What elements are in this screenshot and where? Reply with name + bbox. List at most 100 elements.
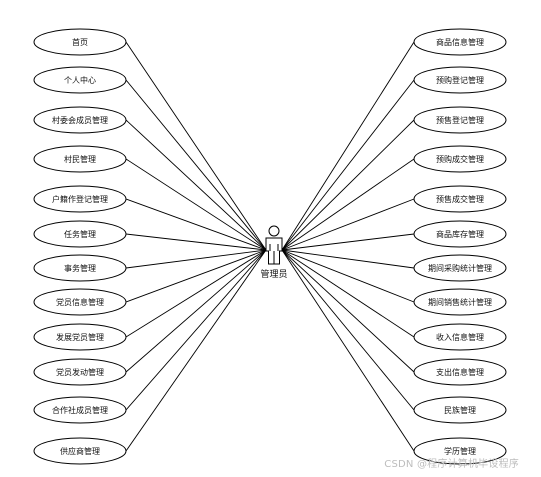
association-line (281, 249, 415, 411)
association-line (125, 249, 267, 269)
use-case-right-7: 期间采购统计管理 (413, 254, 507, 282)
use-case-ellipse (33, 288, 127, 316)
use-case-ellipse (413, 323, 507, 351)
use-case-label: 合作社成员管理 (52, 405, 108, 415)
use-case-label: 预购登记管理 (436, 75, 484, 85)
watermark: CSDN @程序计算机毕设程序 (384, 459, 519, 470)
use-case-label: 户籍作登记管理 (52, 194, 108, 204)
association-line (125, 249, 267, 338)
use-case-right-3: 预售登记管理 (413, 106, 507, 134)
association-line (281, 249, 415, 269)
association-line (281, 249, 415, 452)
use-case-label: 期间销售统计管理 (428, 297, 492, 307)
use-case-label: 首页 (72, 37, 88, 47)
use-case-label: 村民管理 (64, 154, 96, 164)
association-line (125, 249, 267, 411)
actor-administrator: 管理员 (260, 225, 288, 280)
use-case-label: 学历管理 (444, 446, 476, 456)
use-case-ellipse (413, 28, 507, 56)
use-case-label: 预售登记管理 (436, 115, 484, 125)
association-line (125, 198, 267, 251)
use-case-ellipse (413, 358, 507, 386)
association-line (125, 249, 267, 303)
use-case-ellipse (413, 220, 507, 248)
use-case-right-5: 预售成交管理 (413, 185, 507, 213)
association-line (281, 249, 415, 373)
use-case-ellipse (413, 66, 507, 94)
association-line (281, 79, 415, 251)
use-case-right-12: 学历管理 (413, 437, 507, 465)
association-line (125, 79, 267, 251)
use-case-left-10: 党员发动管理 (33, 358, 127, 386)
use-case-left-11: 合作社成员管理 (33, 396, 127, 424)
use-case-ellipse (33, 106, 127, 134)
use-case-left-8: 党员信息管理 (33, 288, 127, 316)
use-case-right-6: 商品库存管理 (413, 220, 507, 248)
association-lines (125, 41, 415, 452)
use-case-ellipse (33, 396, 127, 424)
use-case-right-10: 支出信息管理 (413, 358, 507, 386)
use-case-ellipses: 首页个人中心村委会成员管理村民管理户籍作登记管理任务管理事务管理党员信息管理发展… (33, 28, 507, 465)
use-case-left-9: 发展党员管理 (33, 323, 127, 351)
use-case-label: 商品库存管理 (436, 229, 484, 239)
use-case-ellipse (33, 220, 127, 248)
use-case-left-5: 户籍作登记管理 (33, 185, 127, 213)
use-case-label: 期间采购统计管理 (428, 263, 492, 273)
use-case-ellipse (413, 145, 507, 173)
use-case-label: 民族管理 (444, 405, 476, 415)
association-line (281, 198, 415, 251)
use-case-right-2: 预购登记管理 (413, 66, 507, 94)
use-case-label: 事务管理 (64, 263, 96, 273)
use-case-label: 党员信息管理 (56, 297, 104, 307)
use-case-left-7: 事务管理 (33, 254, 127, 282)
use-case-label: 党员发动管理 (56, 367, 104, 377)
use-case-ellipse (413, 106, 507, 134)
use-case-label: 发展党员管理 (56, 332, 104, 342)
use-case-ellipse (33, 145, 127, 173)
person-actor-icon (265, 225, 283, 265)
actor-label: 管理员 (260, 268, 287, 280)
use-case-label: 商品信息管理 (436, 37, 484, 47)
use-case-label: 供应商管理 (60, 446, 100, 456)
association-line (125, 41, 267, 251)
use-case-ellipse (413, 437, 507, 465)
association-line (125, 249, 267, 452)
use-case-left-3: 村委会成员管理 (33, 106, 127, 134)
use-case-label: 个人中心 (64, 75, 96, 85)
use-case-right-4: 预购成交管理 (413, 145, 507, 173)
use-case-ellipse (413, 254, 507, 282)
association-line (281, 249, 415, 338)
use-case-label: 任务管理 (64, 229, 96, 239)
use-case-ellipse (33, 323, 127, 351)
use-case-ellipse (413, 185, 507, 213)
use-case-ellipse (413, 396, 507, 424)
association-line (281, 158, 415, 251)
use-case-ellipse (33, 437, 127, 465)
use-case-ellipse (33, 185, 127, 213)
association-line (281, 249, 415, 303)
use-case-ellipse (33, 358, 127, 386)
association-line (281, 119, 415, 251)
use-case-left-6: 任务管理 (33, 220, 127, 248)
use-case-right-11: 民族管理 (413, 396, 507, 424)
association-line (281, 233, 415, 251)
association-line (125, 119, 267, 251)
use-case-ellipse (413, 288, 507, 316)
association-line (281, 41, 415, 251)
association-line (125, 249, 267, 373)
use-case-left-1: 首页 (33, 28, 127, 56)
use-case-ellipse (33, 66, 127, 94)
use-case-right-1: 商品信息管理 (413, 28, 507, 56)
use-case-ellipse (33, 254, 127, 282)
use-case-label: 收入信息管理 (436, 332, 484, 342)
use-case-label: 预售成交管理 (436, 194, 484, 204)
use-case-right-8: 期间销售统计管理 (413, 288, 507, 316)
use-case-left-12: 供应商管理 (33, 437, 127, 465)
use-case-label: 村委会成员管理 (52, 115, 108, 125)
association-line (125, 233, 267, 251)
use-case-label: 支出信息管理 (436, 367, 484, 377)
use-case-ellipse (33, 28, 127, 56)
use-case-label: 预购成交管理 (436, 154, 484, 164)
use-case-left-4: 村民管理 (33, 145, 127, 173)
